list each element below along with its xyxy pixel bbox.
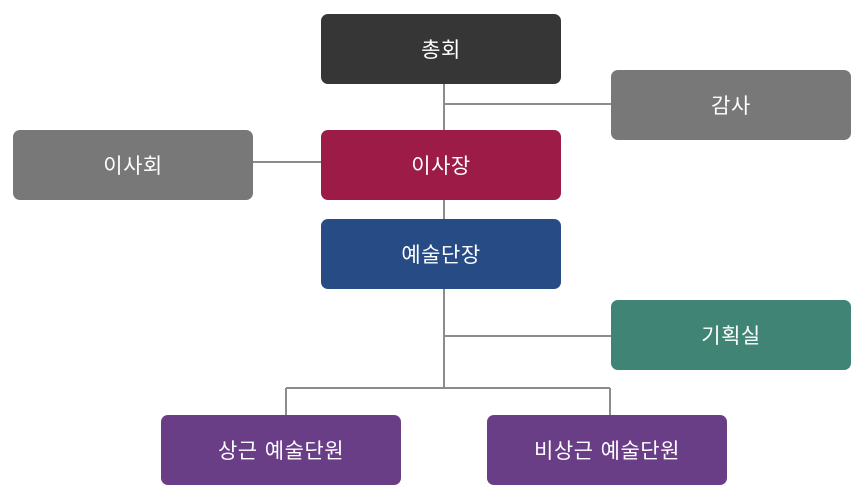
node-board-label: 이사회 (103, 154, 163, 178)
node-art-director-label: 예술단장 (401, 243, 481, 267)
node-nonregular-members: 비상근 예술단원 (487, 415, 727, 485)
node-general-assembly: 총회 (321, 14, 561, 84)
node-audit: 감사 (611, 70, 851, 140)
node-planning-office-label: 기획실 (701, 324, 761, 348)
node-regular-members-label: 상근 예술단원 (217, 439, 345, 463)
node-regular-members: 상근 예술단원 (161, 415, 401, 485)
node-planning-office: 기획실 (611, 300, 851, 370)
node-nonregular-members-label: 비상근 예술단원 (534, 439, 680, 463)
node-art-director: 예술단장 (321, 219, 561, 289)
node-chairman: 이사장 (321, 130, 561, 200)
node-board: 이사회 (13, 130, 253, 200)
node-general-assembly-label: 총회 (421, 38, 461, 62)
node-audit-label: 감사 (711, 94, 751, 118)
node-chairman-label: 이사장 (411, 154, 471, 178)
